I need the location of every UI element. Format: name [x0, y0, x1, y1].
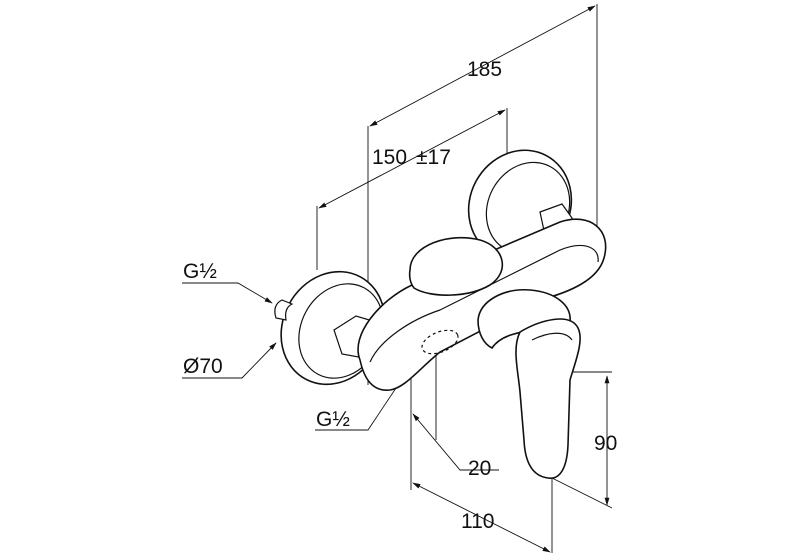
dim-150-label: 150	[372, 146, 407, 169]
lever-handle	[515, 318, 581, 479]
outlet-ellipse	[421, 329, 459, 355]
dim-110-label: 110	[461, 510, 494, 533]
dim-150-tolerance: ±17	[416, 146, 451, 169]
leader-d70	[182, 342, 277, 379]
leader-g-inlet	[182, 282, 273, 304]
dim-185-line	[369, 5, 596, 127]
mixer-illustration	[274, 149, 607, 479]
rosette-diameter-label: Ø70	[183, 355, 223, 378]
outlet-offset-label: 20	[468, 457, 491, 480]
dimension-lines	[182, 5, 610, 553]
dim-110-line	[412, 482, 551, 553]
dim-150-line	[318, 109, 506, 209]
top-dome	[408, 236, 504, 296]
outlet-thread-label: G½	[316, 408, 350, 431]
dim-90-label: 90	[594, 432, 617, 455]
mixer-body	[357, 218, 607, 391]
leader-20	[412, 413, 499, 471]
inlet-thread-label: G½	[183, 260, 217, 283]
dim-185-label: 185	[467, 58, 502, 81]
